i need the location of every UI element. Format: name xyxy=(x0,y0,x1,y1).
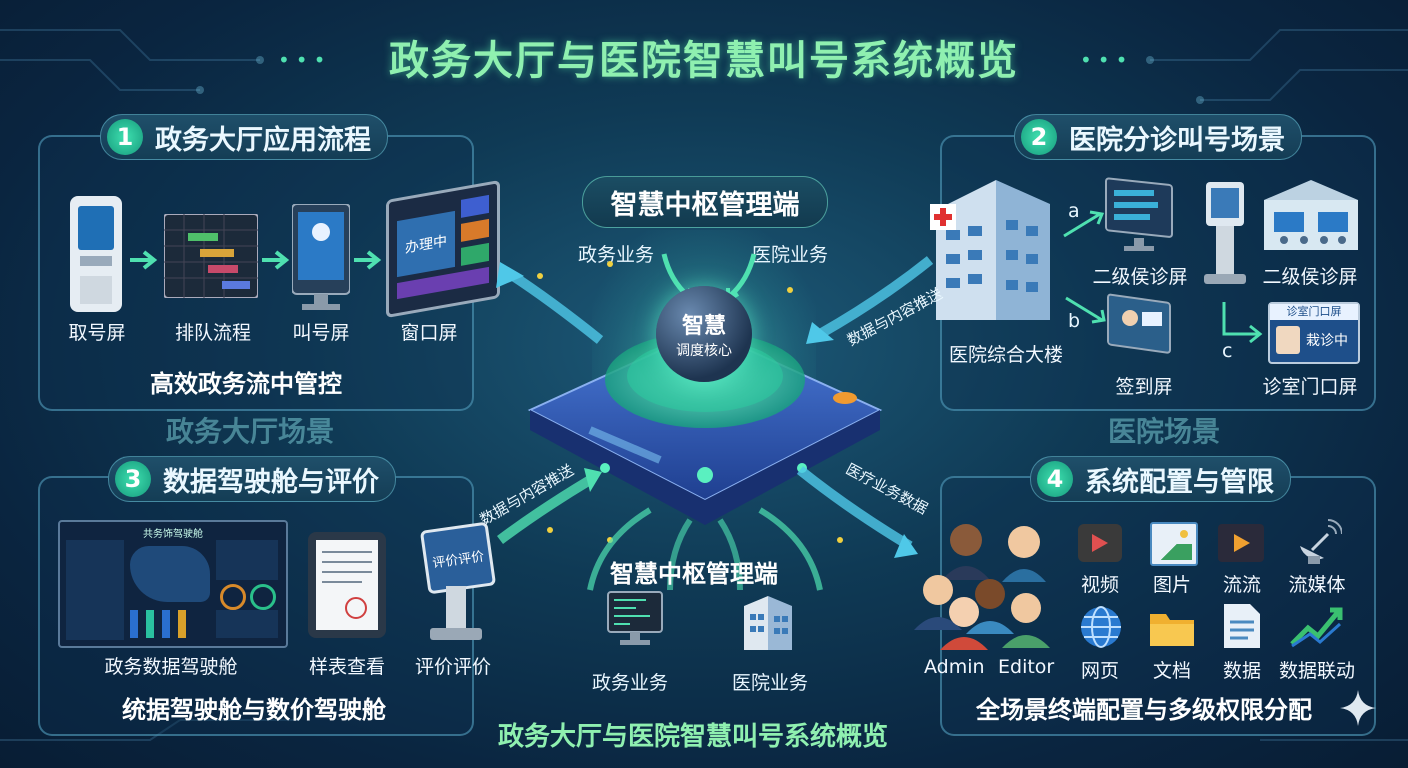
hub-top-right-label: 医院业务 xyxy=(752,244,829,266)
section4-header: 4 系统配置与管限 xyxy=(1030,456,1291,502)
label-call-screen: 叫号屏 xyxy=(292,322,350,344)
label-checkin-screen: 签到屏 xyxy=(1115,376,1173,398)
label-door-screen: 诊室门口屏 xyxy=(1262,376,1358,398)
hub-top-title: 智慧中枢管理端 xyxy=(582,176,828,228)
section3-title: 数据驾驶舱与评价 xyxy=(163,466,379,498)
media-label-image: 图片 xyxy=(1152,574,1191,596)
globe-icon xyxy=(1081,606,1121,648)
media-label-data: 数据 xyxy=(1222,660,1261,682)
hub-upflow-arrows xyxy=(587,507,823,591)
label-data-cockpit: 政务数据驾驶舱 xyxy=(104,656,238,678)
label-ticket-screen: 取号屏 xyxy=(68,322,126,344)
section2-header: 2 医院分诊叫号场景 xyxy=(1014,114,1302,160)
hospital-mini-icon xyxy=(744,596,792,650)
section1-title: 政务大厅应用流程 xyxy=(155,124,371,156)
scene-label-hospital: 医院场景 xyxy=(1108,415,1221,448)
title-right-dots: ••• xyxy=(1080,48,1134,72)
trend-chart-icon xyxy=(1290,607,1343,648)
satellite-dish-icon xyxy=(1300,519,1342,564)
data-dashboard-icon: 共务饰驾驶舱 xyxy=(58,520,288,648)
gov-monitor-icon xyxy=(607,591,663,645)
section4-number: 4 xyxy=(1037,461,1073,497)
label-form-view: 样表查看 xyxy=(308,656,385,678)
section1-header: 1 政务大厅应用流程 xyxy=(100,114,388,160)
arrow-to-door-screen-icon xyxy=(1222,302,1263,344)
section3-number: 3 xyxy=(115,461,151,497)
media-label-data-linkage: 数据联动 xyxy=(1278,660,1355,682)
label-window-screen: 窗口屏 xyxy=(400,322,458,344)
label-hospital-building: 医院综合大楼 xyxy=(948,344,1063,366)
waiting-screen-icon xyxy=(1105,177,1173,251)
media-label-stream: 流流 xyxy=(1222,574,1261,596)
label-rating: 评价评价 xyxy=(414,656,491,678)
branch-letter-c: c xyxy=(1222,340,1233,362)
section3-header: 3 数据驾驶舱与评价 xyxy=(108,456,396,502)
arrow-right-icon xyxy=(130,250,158,270)
stream-icon xyxy=(1218,524,1264,562)
media-label-webpage: 网页 xyxy=(1080,660,1119,682)
section1-number: 1 xyxy=(107,119,143,155)
hub-bottom-title: 智慧中枢管理端 xyxy=(610,560,778,588)
arrow-to-screen-a-icon xyxy=(1063,210,1105,238)
media-label-document: 文档 xyxy=(1152,660,1191,682)
folder-icon xyxy=(1150,614,1194,646)
arrow-right-icon xyxy=(262,250,290,270)
arrow-right-icon xyxy=(354,250,382,270)
label-queue-flow: 排队流程 xyxy=(174,322,251,344)
hub-core-line1: 智慧 xyxy=(681,314,726,339)
label-waiting-screen-2: 二级侯诊屏 xyxy=(1262,266,1358,288)
call-screen-icon xyxy=(292,204,350,310)
branch-letter-b: b xyxy=(1068,310,1081,332)
rating-kiosk-icon: 评价评价 xyxy=(419,521,497,642)
hospital-building-icon xyxy=(930,180,1050,320)
door-screen-header: 诊室门口屏 xyxy=(1270,304,1358,320)
hub-core-line2: 调度核心 xyxy=(676,343,732,359)
page-title: 政务大厅与医院智慧叫号系统概览 xyxy=(389,38,1019,84)
arrow-to-screen-b-icon xyxy=(1065,296,1106,324)
standing-kiosk-icon xyxy=(1204,182,1246,284)
data-file-icon xyxy=(1224,604,1260,648)
media-label-streaming: 流媒体 xyxy=(1288,574,1346,596)
hub-top-left-label: 政务业务 xyxy=(578,244,655,266)
ticket-kiosk-icon xyxy=(70,196,122,312)
flow-arrows xyxy=(496,256,934,558)
role-admin: Admin xyxy=(924,656,985,678)
section2-title: 医院分诊叫号场景 xyxy=(1069,124,1285,156)
checkin-screen-icon xyxy=(1107,293,1171,354)
sparkle-icon xyxy=(1340,690,1376,726)
queue-flow-icon xyxy=(164,214,258,298)
section4-title: 系统配置与管限 xyxy=(1085,466,1274,498)
label-waiting-screen-1: 二级侯诊屏 xyxy=(1092,266,1188,288)
dashboard-title: 共务饰驾驶舱 xyxy=(143,529,203,540)
media-label-video: 视频 xyxy=(1080,574,1119,596)
hub-bottom-left-label: 政务业务 xyxy=(592,672,669,694)
footer-title: 政务大厅与医院智慧叫号系统概览 xyxy=(498,722,889,752)
waiting-room-icon xyxy=(1264,180,1358,250)
window-screen-text: 办理中 xyxy=(397,210,455,278)
user-roles-icon xyxy=(914,524,1050,650)
section1-subtitle: 高效政务流中管控 xyxy=(150,370,342,398)
form-tablet-icon xyxy=(308,532,386,638)
role-editor: Editor xyxy=(998,656,1055,678)
door-screen-text: 栽诊中 xyxy=(1306,333,1348,349)
section2-number: 2 xyxy=(1021,119,1057,155)
hub-core-sphere: 智慧 调度核心 xyxy=(656,286,752,382)
image-icon xyxy=(1150,522,1198,566)
video-icon xyxy=(1078,524,1122,562)
section4-subtitle: 全场景终端配置与多级权限分配 xyxy=(976,696,1312,724)
door-screen-icon: 诊室门口屏 栽诊中 xyxy=(1268,302,1360,364)
hub-bottom-right-label: 医院业务 xyxy=(732,672,809,694)
section3-subtitle: 统据驾驶舱与数价驾驶舱 xyxy=(122,696,386,724)
scene-label-government: 政务大厅场景 xyxy=(166,415,335,448)
branch-letter-a: a xyxy=(1068,200,1080,222)
title-left-dots: ••• xyxy=(278,48,332,72)
